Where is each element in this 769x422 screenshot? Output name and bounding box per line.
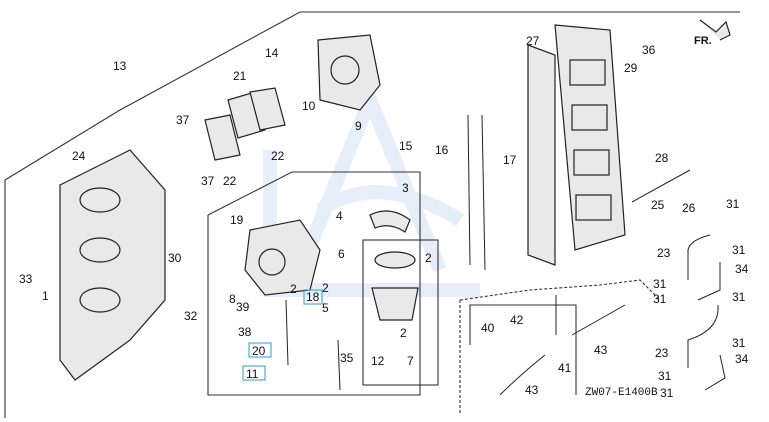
callout-36: 36 <box>642 43 656 57</box>
callout-3: 3 <box>402 181 409 195</box>
callout-15: 15 <box>399 139 413 153</box>
callout-30: 30 <box>168 251 182 265</box>
float-bowl <box>369 210 419 321</box>
callout-27: 27 <box>526 34 540 48</box>
intake-manifold <box>59 149 166 381</box>
callout-31: 31 <box>653 277 667 291</box>
lower-carburetor <box>244 219 321 296</box>
callout-25: 25 <box>651 198 665 212</box>
callout-33: 33 <box>19 272 33 286</box>
callout-31: 31 <box>732 243 746 257</box>
callout-12: 12 <box>371 354 385 368</box>
assembly-frames <box>4 11 740 418</box>
callout-31: 31 <box>658 369 672 383</box>
callout-16: 16 <box>435 143 449 157</box>
callout-22: 22 <box>271 149 285 163</box>
callout-19: 19 <box>230 213 244 227</box>
callout-31: 31 <box>726 197 740 211</box>
callout-7: 7 <box>407 354 414 368</box>
callout-31: 31 <box>660 386 674 400</box>
callout-24: 24 <box>72 149 86 163</box>
callout-2: 2 <box>425 251 432 265</box>
callout-4: 4 <box>336 209 343 223</box>
callout-43: 43 <box>525 383 539 397</box>
callout-22: 22 <box>223 174 237 188</box>
callout-20: 20 <box>252 344 266 358</box>
callout-13: 13 <box>113 59 127 73</box>
callout-40: 40 <box>481 321 495 335</box>
callout-31: 31 <box>732 336 746 350</box>
callout-21: 21 <box>233 69 247 83</box>
front-direction-label: FR. <box>694 35 712 47</box>
callout-6: 6 <box>338 247 345 261</box>
callout-26: 26 <box>682 201 696 215</box>
callout-2: 2 <box>400 326 407 340</box>
callout-11: 11 <box>246 367 259 381</box>
diagram-code: ZW07-E1400B <box>585 387 658 399</box>
callout-9: 9 <box>355 119 362 133</box>
reed-plate <box>527 24 626 266</box>
callout-41: 41 <box>558 361 572 375</box>
callout-14: 14 <box>265 46 279 60</box>
callout-43: 43 <box>594 343 608 357</box>
callout-39: 39 <box>236 300 250 314</box>
callout-34: 34 <box>735 352 749 366</box>
callout-34: 34 <box>735 262 749 276</box>
callout-38: 38 <box>238 325 252 339</box>
callout-5: 5 <box>322 301 329 315</box>
callout-2: 2 <box>290 282 297 296</box>
callout-29: 29 <box>624 61 638 75</box>
callout-1: 1 <box>42 289 49 303</box>
callout-23: 23 <box>655 346 669 360</box>
callout-17: 17 <box>503 153 517 167</box>
callout-10: 10 <box>302 99 316 113</box>
callout-42: 42 <box>510 313 524 327</box>
callout-31: 31 <box>653 292 667 306</box>
callout-37: 37 <box>176 113 190 127</box>
callout-31: 31 <box>732 290 746 304</box>
callout-18: 18 <box>306 290 320 304</box>
callout-8: 8 <box>229 292 236 306</box>
highlight-boxes <box>242 289 323 381</box>
callout-35: 35 <box>340 351 354 365</box>
rods-and-hoses <box>285 19 731 396</box>
callout-28: 28 <box>655 151 669 165</box>
gaskets <box>204 87 286 161</box>
callout-37: 37 <box>201 174 215 188</box>
callout-2: 2 <box>322 281 329 295</box>
callout-23: 23 <box>657 246 671 260</box>
upper-carburetor <box>317 34 381 111</box>
callout-32: 32 <box>184 309 198 323</box>
